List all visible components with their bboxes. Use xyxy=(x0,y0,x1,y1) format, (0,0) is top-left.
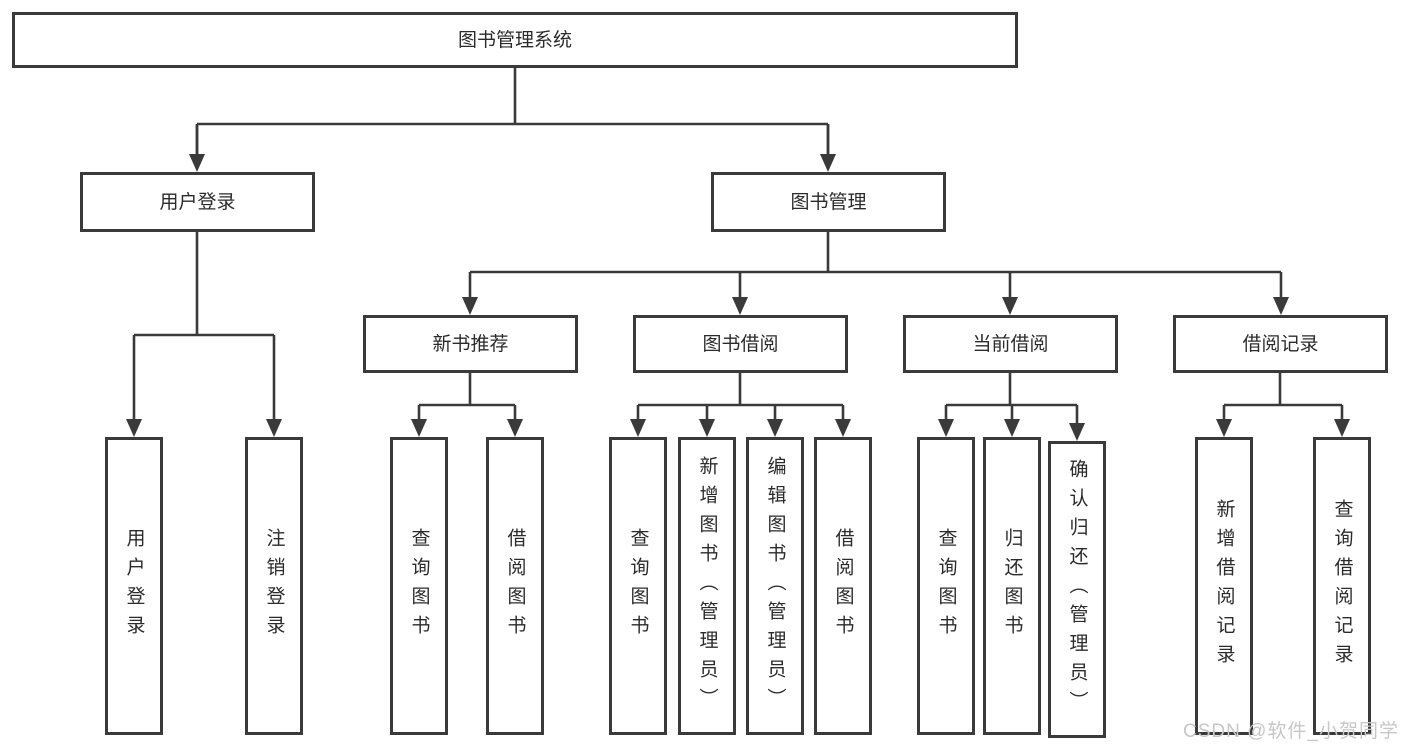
leaf-query-borrow-record: 查询借阅记录 xyxy=(1313,437,1371,735)
leaf-query-books-borrow: 查询图书 xyxy=(609,437,667,735)
leaf-query-books-current: 查询图书 xyxy=(917,437,975,735)
node-borrowing-records: 借阅记录 xyxy=(1173,315,1388,373)
node-book-borrowing: 图书借阅 xyxy=(633,315,848,373)
leaf-borrow-books: 借阅图书 xyxy=(814,437,872,735)
node-root-library-system: 图书管理系统 xyxy=(12,12,1018,68)
leaf-add-books-admin: 新增图书（管理员） xyxy=(678,437,736,735)
node-book-management-module: 图书管理 xyxy=(711,172,946,232)
leaf-user-login: 用户登录 xyxy=(105,437,163,735)
leaf-logout: 注销登录 xyxy=(245,437,303,735)
leaf-confirm-return-admin: 确认归还（管理员） xyxy=(1048,441,1106,738)
arrowhead-icons xyxy=(126,154,1350,441)
csdn-watermark: CSDN @软件_小贺同学 xyxy=(1183,721,1399,742)
leaf-query-books-recommend: 查询图书 xyxy=(390,437,448,735)
leaf-return-books: 归还图书 xyxy=(983,437,1041,735)
leaf-add-borrow-record: 新增借阅记录 xyxy=(1195,437,1253,735)
leaf-edit-books-admin: 编辑图书（管理员） xyxy=(746,437,804,735)
node-current-borrowing: 当前借阅 xyxy=(903,315,1118,373)
leaf-borrow-books-recommend: 借阅图书 xyxy=(486,437,544,735)
node-user-login-module: 用户登录 xyxy=(80,172,315,232)
node-new-book-recommendation: 新书推荐 xyxy=(363,315,578,373)
